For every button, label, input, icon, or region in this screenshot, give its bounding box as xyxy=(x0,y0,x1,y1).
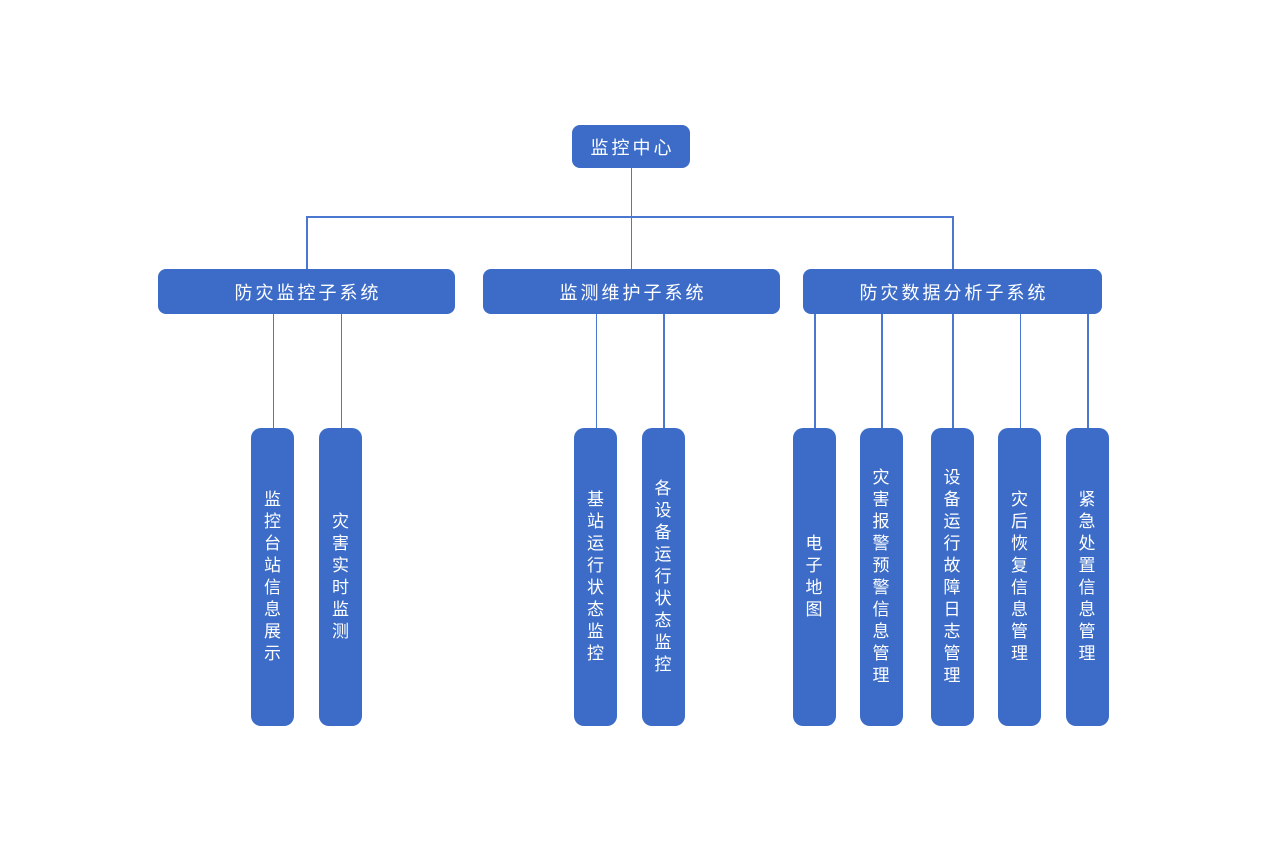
node-leaf-alarm-warning-info-management: 灾害报警预警信息管理 xyxy=(859,428,903,726)
node-subsystem-monitoring-maintenance: 监测维护子系统 xyxy=(483,269,780,314)
node-leaf-base-station-status-monitoring: 基站运行状态监控 xyxy=(574,428,617,726)
connector-drop-subsystem-2 xyxy=(630,216,632,270)
node-leaf-equipment-status-monitoring: 各设备运行状态监控 xyxy=(641,428,685,726)
node-leaf-realtime-disaster-monitoring: 灾害实时监测 xyxy=(319,428,362,726)
node-leaf-post-disaster-recovery-info-management: 灾后恢复信息管理 xyxy=(998,428,1041,726)
leaf-label: 电子地图 xyxy=(805,534,823,619)
leaf-label: 紧急处置信息管理 xyxy=(1078,490,1096,663)
node-monitoring-center: 监控中心 xyxy=(572,125,690,168)
connector-leaf-2-2 xyxy=(663,314,665,428)
node-leaf-station-info-display: 监控台站信息展示 xyxy=(251,428,294,726)
node-leaf-fault-log-management: 设备运行故障日志管理 xyxy=(930,428,974,726)
connector-leaf-3-2 xyxy=(881,314,883,428)
leaf-label: 灾害实时监测 xyxy=(332,512,349,641)
connector-leaf-3-3 xyxy=(952,314,954,428)
connector-leaf-2-1 xyxy=(595,314,597,428)
connector-leaf-3-4 xyxy=(1019,314,1021,428)
connector-leaf-1-2 xyxy=(340,314,342,428)
leaf-label: 设备运行故障日志管理 xyxy=(943,468,961,685)
connector-drop-subsystem-3 xyxy=(952,216,954,270)
node-leaf-emergency-handling-info-management: 紧急处置信息管理 xyxy=(1065,428,1109,726)
connector-root-trunk xyxy=(630,167,632,217)
leaf-label: 灾后恢复信息管理 xyxy=(1011,490,1028,663)
leaf-label: 监控台站信息展示 xyxy=(264,490,281,663)
leaf-label: 基站运行状态监控 xyxy=(587,490,604,663)
node-subsystem-disaster-data-analysis: 防灾数据分析子系统 xyxy=(803,269,1102,314)
node-leaf-electronic-map: 电子地图 xyxy=(792,428,836,726)
node-subsystem-disaster-prevention-monitoring: 防灾监控子系统 xyxy=(158,269,455,314)
leaf-label: 灾害报警预警信息管理 xyxy=(872,468,890,685)
connector-leaf-3-1 xyxy=(814,314,816,428)
connector-leaf-1-1 xyxy=(272,314,274,428)
leaf-label: 各设备运行状态监控 xyxy=(654,479,672,674)
connector-horizontal-bus xyxy=(306,216,953,218)
connector-drop-subsystem-1 xyxy=(306,216,308,270)
connector-leaf-3-5 xyxy=(1087,314,1089,428)
